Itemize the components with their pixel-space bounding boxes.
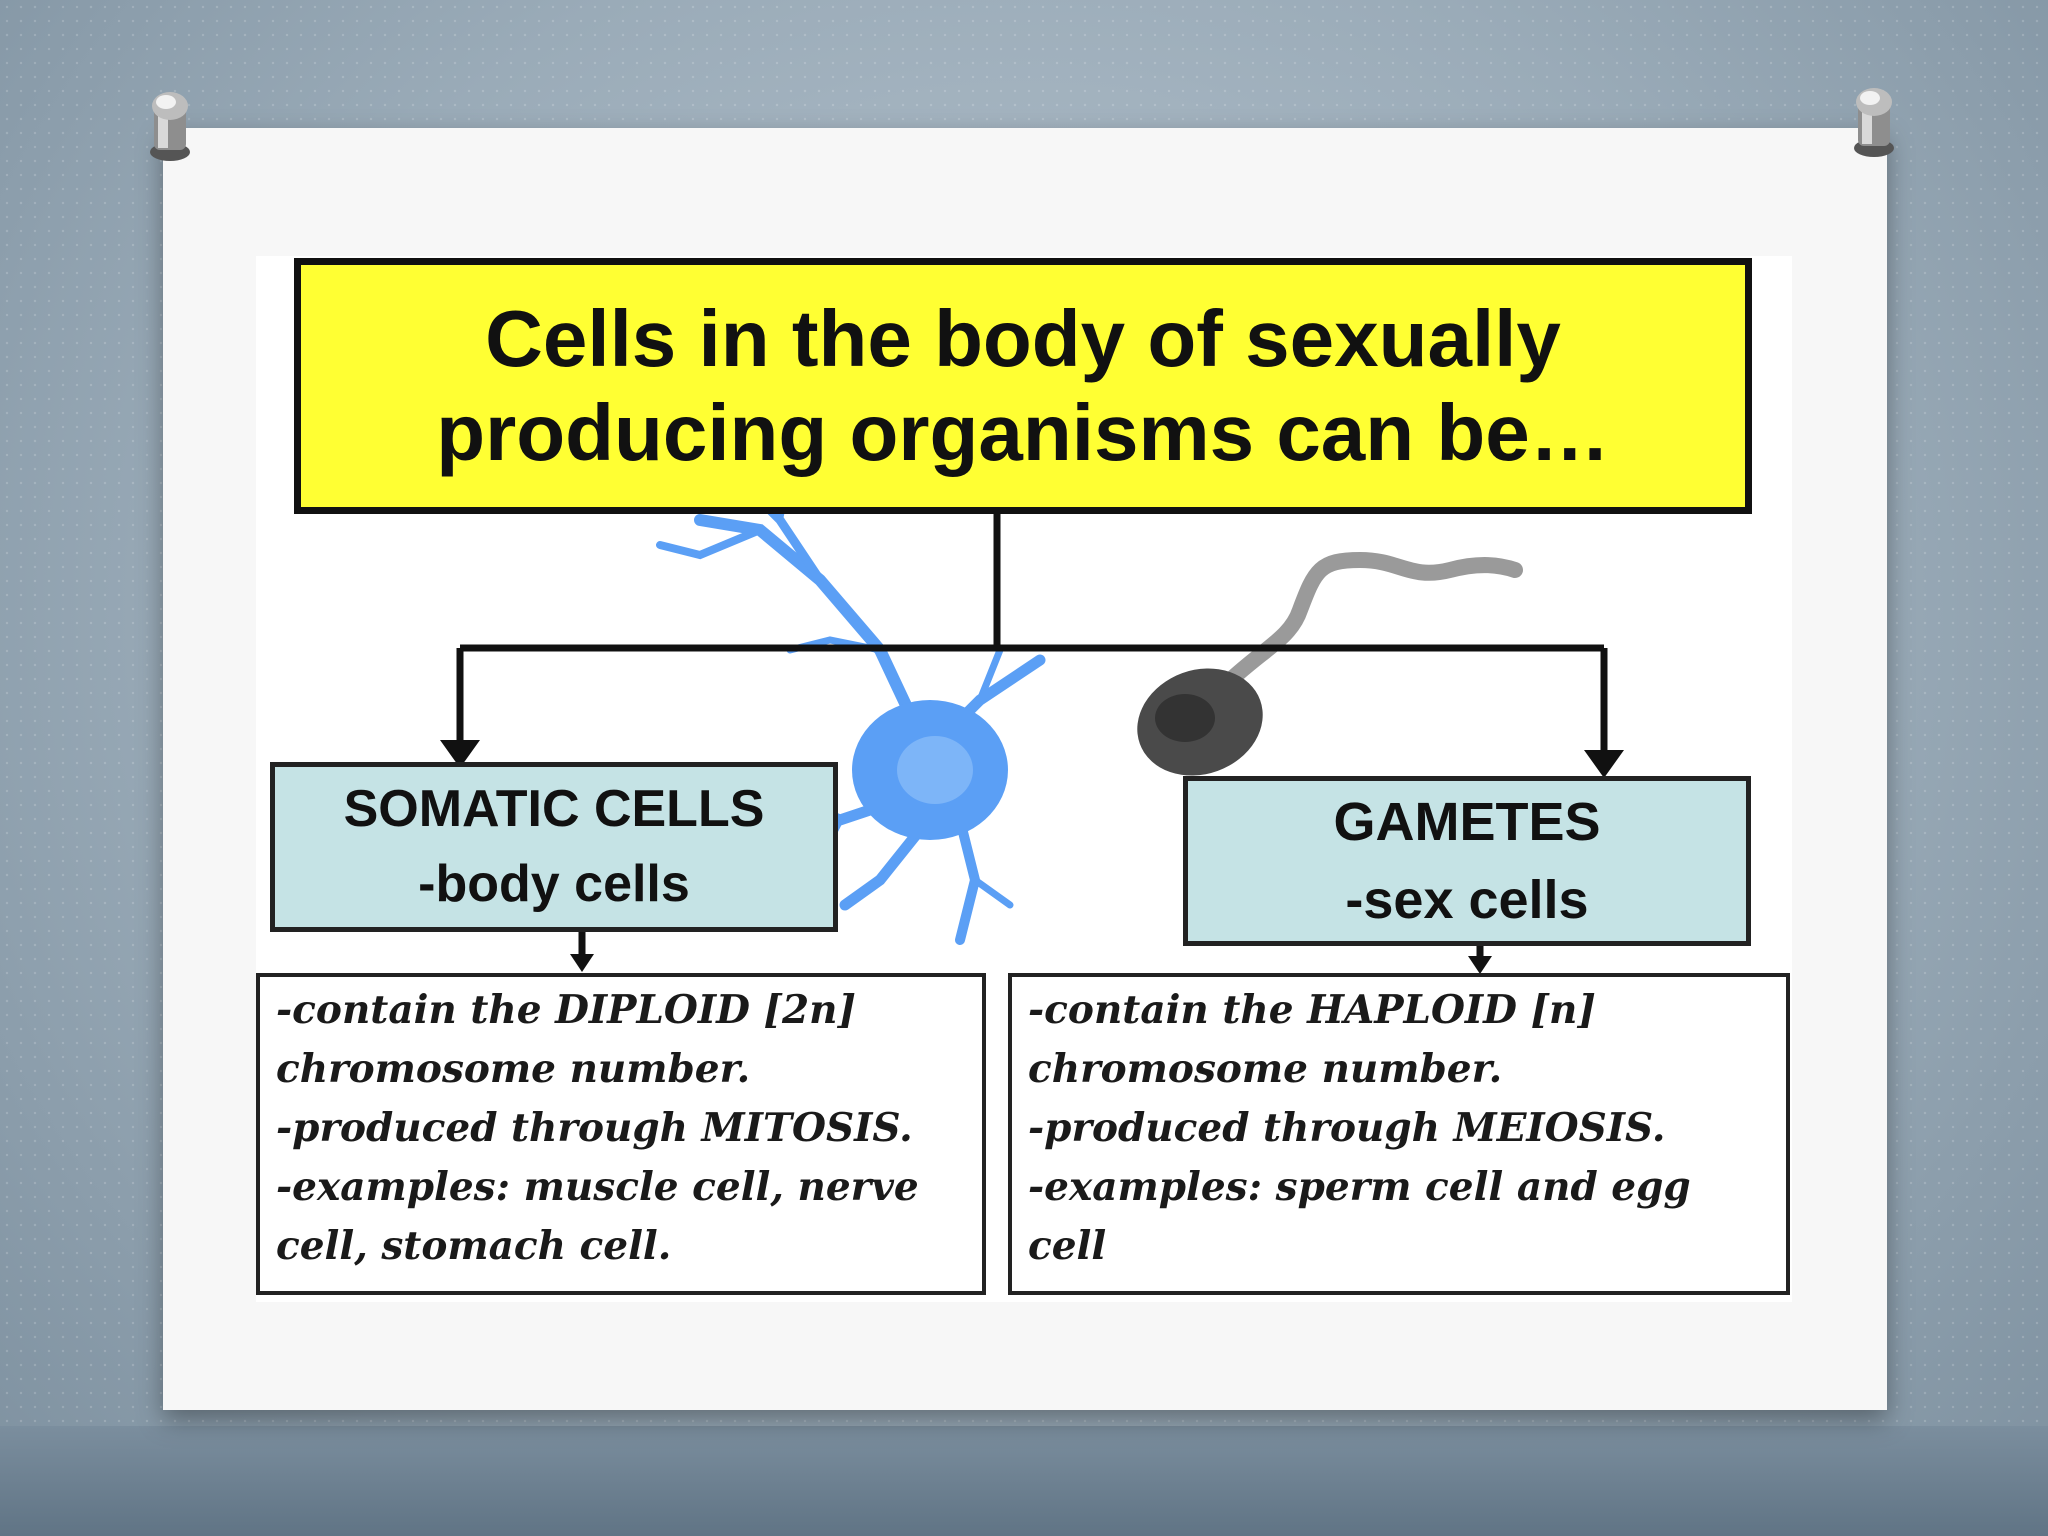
somatic-heading: SOMATIC CELLS [343, 779, 765, 838]
diagram-title-box: Cells in the body of sexually producing … [294, 258, 1752, 514]
somatic-detail-line: -produced through MITOSIS. [276, 1105, 913, 1151]
backdrop-bottom-band [0, 1426, 2048, 1536]
title-line-2: producing organisms can be… [436, 388, 1610, 477]
somatic-detail-line: cell, stomach cell. [276, 1223, 672, 1269]
down-arrow-icon [1584, 750, 1624, 778]
connector-lines [456, 510, 1608, 958]
gametes-detail-line: -contain the HAPLOID [n] [1028, 987, 1596, 1033]
down-arrow-icon [1468, 956, 1492, 974]
somatic-subheading: -body cells [418, 855, 690, 913]
sperm-cell-icon [1137, 551, 1523, 776]
gametes-box: GAMETES -sex cells [1183, 776, 1751, 946]
somatic-detail-line: chromosome number. [276, 1046, 751, 1092]
somatic-details-box: -contain the DIPLOID [2n] chromosome num… [256, 973, 986, 1295]
gametes-subheading: -sex cells [1345, 870, 1589, 930]
down-arrow-icon [570, 954, 594, 972]
gametes-detail-line: -produced through MEIOSIS. [1028, 1105, 1666, 1151]
down-arrow-icon [440, 740, 480, 768]
gametes-detail-line: cell [1028, 1223, 1107, 1269]
somatic-detail-line: -contain the DIPLOID [2n] [276, 987, 856, 1033]
somatic-detail-line: -examples: muscle cell, nerve [276, 1164, 919, 1210]
title-line-1: Cells in the body of sexually [485, 293, 1561, 383]
gametes-details-box: -contain the HAPLOID [n] chromosome numb… [1008, 973, 1790, 1295]
pushpin-icon [1854, 88, 1894, 157]
somatic-cells-box: SOMATIC CELLS -body cells [270, 762, 838, 932]
pushpin-icon [150, 92, 190, 161]
gametes-heading: GAMETES [1333, 791, 1601, 852]
gametes-detail-line: -examples: sperm cell and egg [1028, 1164, 1691, 1210]
gametes-detail-line: chromosome number. [1028, 1046, 1503, 1092]
